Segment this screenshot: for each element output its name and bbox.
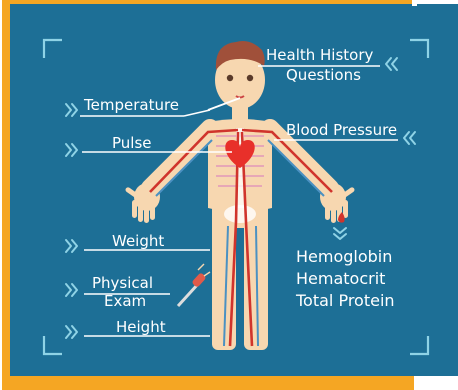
hemoglobin-label: Hemoglobin: [296, 247, 392, 266]
weight-label: Weight: [112, 232, 164, 250]
left-eye: [227, 75, 233, 81]
physical-exam-label-line1: Physical: [92, 274, 153, 292]
total-protein-label: Total Protein: [295, 291, 395, 310]
blood-pressure-label: Blood Pressure: [286, 121, 397, 139]
height-label: Height: [116, 318, 166, 336]
pulse-label: Pulse: [112, 134, 152, 152]
physical-exam-label-line2: Exam: [104, 292, 146, 310]
temperature-label: Temperature: [83, 96, 179, 114]
leg-gap: [236, 232, 244, 350]
health-history-label-line1: Health History: [266, 46, 374, 64]
right-eye: [247, 75, 253, 81]
pelvis: [224, 205, 256, 223]
hematocrit-label: Hematocrit: [296, 269, 385, 288]
frame-notch: [412, 0, 417, 6]
health-history-label-line2: Questions: [286, 66, 361, 84]
